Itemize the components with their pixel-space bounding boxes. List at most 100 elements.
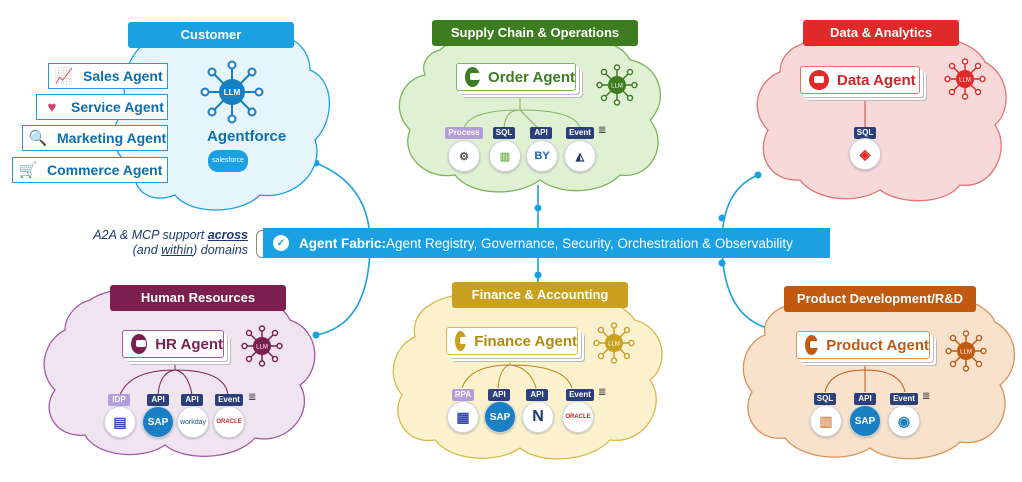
llm-label: LLM [960, 350, 972, 356]
llm-hub-icon: LLM [200, 60, 264, 124]
marketing-agent-label: Marketing Agent [57, 130, 167, 146]
supply-title: Supply Chain & Operations [432, 20, 638, 46]
commerce-agent-label: Commerce Agent [47, 162, 163, 178]
node-dot [534, 271, 542, 279]
stack-icon: ≣ [598, 387, 607, 398]
agentforce-brand: Agentforce [207, 128, 287, 145]
layers-icon: ◈ [849, 138, 881, 170]
node-dot [534, 204, 542, 212]
llm-hub-icon: LLM [944, 58, 986, 100]
llm-hub-icon: LLM [241, 325, 283, 367]
node-dot [718, 259, 726, 267]
event-stream-icon: ◭ [564, 140, 596, 172]
llm-label: LLM [256, 345, 268, 351]
note-within: within [161, 243, 194, 257]
process-tool-icon: ⚙ [448, 140, 480, 172]
api-tag: API [854, 393, 876, 405]
brace [256, 230, 263, 258]
llm-hub-icon: LLM [596, 64, 638, 106]
oracle-logo: ORACLE [213, 406, 245, 438]
robot-icon [455, 331, 471, 351]
note-line2-text: (and [132, 243, 162, 257]
product-cloud [742, 291, 1016, 460]
finance-cloud [392, 291, 663, 460]
api-tag: API [181, 394, 203, 406]
llm-label: LLM [608, 342, 620, 348]
hr-title: Human Resources [110, 285, 286, 311]
sap-logo: SAP [484, 401, 516, 433]
finance-agent-box[interactable]: Finance Agent [446, 327, 578, 355]
protocol-note: A2A & MCP support across (and within) do… [48, 228, 248, 258]
robot-icon [465, 67, 481, 87]
llm-label: LLM [224, 88, 241, 97]
sales-agent-label: Sales Agent [83, 68, 163, 84]
order-agent-label: Order Agent [488, 68, 575, 86]
llm-label: LLM [611, 84, 623, 90]
idp-tag: IDP [108, 394, 130, 406]
connector-hr [315, 242, 371, 336]
sap-logo: SAP [142, 406, 174, 438]
magnifier-icon: 🔍 [28, 130, 48, 147]
node-dot [754, 171, 762, 179]
robot-icon [805, 335, 821, 355]
blue-yonder-logo: BY [526, 140, 558, 172]
service-agent-item[interactable]: ♥ Service Agent [36, 94, 168, 120]
workday-logo: workday [177, 406, 209, 438]
customer-title: Customer [128, 22, 294, 48]
note-line2-end: ) domains [193, 243, 248, 257]
commerce-agent-item[interactable]: 🛒 Commerce Agent [12, 157, 168, 183]
chart-icon: 📈 [54, 68, 74, 85]
product-title: Product Development/R&D [784, 286, 976, 312]
node-dot [718, 214, 726, 222]
database-icon: ▥ [489, 140, 521, 172]
supply-cloud [398, 33, 661, 193]
data-agent-box[interactable]: Data Agent [800, 66, 920, 94]
hr-agent-label: HR Agent [155, 335, 223, 353]
database-icon: ▥ [810, 405, 842, 437]
sql-tag: SQL [493, 127, 515, 139]
marketing-agent-item[interactable]: 🔍 Marketing Agent [22, 125, 168, 151]
product-agent-label: Product Agent [826, 336, 929, 354]
note-across: across [207, 228, 248, 242]
sap-logo: SAP [849, 405, 881, 437]
api-tag: API [147, 394, 169, 406]
api-tag: API [526, 389, 548, 401]
sql-tag: SQL [814, 393, 836, 405]
sales-agent-item[interactable]: 📈 Sales Agent [48, 63, 168, 89]
event-tag: Event [215, 394, 243, 406]
document-icon: ▤ [104, 406, 136, 438]
product-agent-box[interactable]: Product Agent [796, 331, 930, 359]
cart-icon: 🛒 [18, 162, 38, 179]
finance-title: Finance & Accounting [452, 282, 628, 308]
stack-icon: ≣ [248, 392, 257, 403]
oracle-logo: ORACLE [562, 401, 594, 433]
event-tag: Event [566, 127, 594, 139]
salesforce-logo: salesforce [208, 150, 248, 172]
llm-label: LLM [959, 78, 971, 84]
fabric-text: Agent Registry, Governance, Security, Or… [386, 235, 793, 251]
fabric-logo-icon: ✓ [273, 235, 289, 251]
process-tag: Process [445, 127, 483, 139]
agent-fabric-bar[interactable]: ✓ Agent Fabric: Agent Registry, Governan… [263, 228, 830, 258]
api-tag: API [488, 389, 510, 401]
finance-agent-label: Finance Agent [474, 332, 577, 350]
api-tag: API [530, 127, 552, 139]
stack-icon: ≣ [922, 391, 931, 402]
stack-icon: ≣ [598, 125, 607, 136]
hr-agent-box[interactable]: HR Agent [122, 330, 224, 358]
order-agent-box[interactable]: Order Agent [456, 63, 576, 91]
llm-hub-icon: LLM [593, 322, 635, 364]
robot-icon [809, 70, 829, 90]
service-agent-label: Service Agent [71, 99, 164, 115]
data-agent-label: Data Agent [837, 71, 916, 89]
sql-tag: SQL [854, 127, 876, 139]
heart-icon: ♥ [47, 98, 57, 116]
event-tag: Event [566, 389, 594, 401]
llm-hub-icon: LLM [945, 330, 987, 372]
tree-lines [119, 97, 906, 396]
fabric-prefix: Agent Fabric: [299, 235, 387, 251]
data-title: Data & Analytics [803, 20, 959, 46]
eye-icon: ◉ [888, 405, 920, 437]
node-dot [312, 331, 320, 339]
